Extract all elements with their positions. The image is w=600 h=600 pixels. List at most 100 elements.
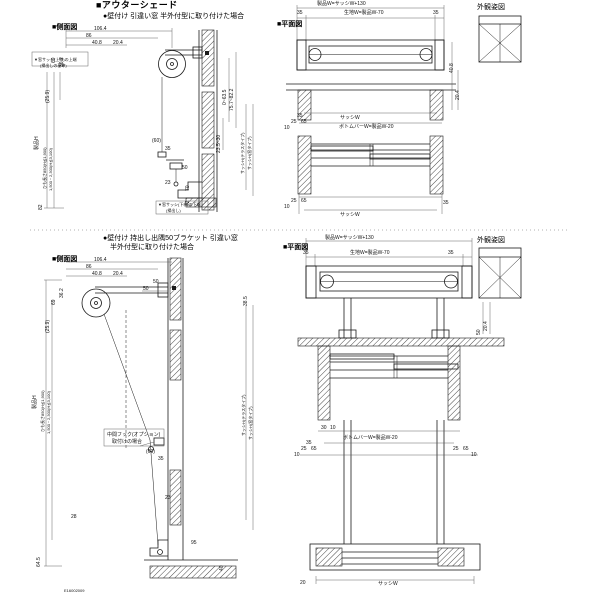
- dim-label: (掃出しの基準): [40, 63, 67, 68]
- dim-label: 106.4: [94, 26, 107, 32]
- dim-label: 106.4: [94, 257, 107, 263]
- side-view-2-drawing: [44, 257, 254, 579]
- page-title: ■アウターシェード: [96, 0, 178, 10]
- dim-label: 23.5~30: [216, 134, 222, 153]
- plan-view-1-label: ■平面図: [277, 21, 303, 28]
- dim-label: 65: [301, 198, 307, 204]
- plan-view-1-drawing: [286, 5, 459, 214]
- dim-label: 生地W=製品W-70: [350, 250, 390, 256]
- case-2-label-line1: ●壁付け 持出し出隅50ブラケット 引違い窓: [103, 235, 238, 242]
- dim-label: ▼窓サッシ(上枠)の上端: [34, 57, 77, 62]
- plan-view-2-drawing: [297, 238, 505, 584]
- dim-label: 取付けの場合: [112, 439, 143, 445]
- dim-label: 10: [330, 425, 336, 431]
- dim-label: 10: [284, 125, 290, 131]
- dim-label: 30: [321, 425, 327, 431]
- dim-label: 20.4: [113, 271, 123, 277]
- dim-label: E16002009: [64, 588, 85, 593]
- dim-label: 65: [311, 446, 317, 452]
- dim-label: 25: [301, 446, 307, 452]
- exterior-view-1-drawing: [478, 15, 522, 63]
- exterior-view-1-label: 外観姿図: [477, 4, 505, 11]
- dim-label: 35: [448, 250, 454, 256]
- dim-label: 20.4: [113, 40, 123, 46]
- dim-label: 製品W=サッシW+130: [325, 235, 374, 241]
- dim-label: 40.8: [449, 63, 455, 73]
- dim-label: 1,500・2,300(H≦3,100): [46, 391, 51, 434]
- dim-label: 70: [185, 185, 191, 191]
- dim-label: 25: [291, 119, 297, 125]
- dim-label: 35: [165, 146, 171, 152]
- dim-label: 1,500・2,300(H≦3,100): [48, 148, 53, 191]
- dim-label: (60): [146, 449, 155, 455]
- dim-label: 40.8: [92, 40, 102, 46]
- dim-label: 86: [86, 33, 92, 39]
- dim-label: 50: [153, 279, 159, 285]
- dim-label: 64.5: [36, 557, 42, 567]
- dim-label: 35: [443, 200, 449, 206]
- dim-label: 40.8: [92, 271, 102, 277]
- dim-label: 35: [433, 10, 439, 16]
- dim-label: 65: [463, 446, 469, 452]
- dim-label: サッシH(テラスタイプ): [241, 394, 246, 436]
- dim-label: 20.4: [455, 90, 461, 100]
- dim-label: 35: [297, 113, 303, 119]
- dim-label: (掃出し): [166, 208, 181, 213]
- dim-label: 中間フック(オプション): [107, 432, 161, 438]
- dim-label: サッシW: [340, 212, 360, 218]
- dim-label: 23: [165, 495, 171, 501]
- dim-label: (25.9): [45, 319, 51, 333]
- dim-label: 95: [191, 540, 197, 546]
- dim-label: 生地W=製品W-70: [344, 10, 384, 16]
- dim-label: 82: [38, 204, 44, 210]
- dim-label: 35: [306, 440, 312, 446]
- dim-label: サッシH(窓タイプ): [248, 406, 253, 440]
- dim-label: 75.7~82.2: [229, 88, 235, 111]
- dim-label: 86: [86, 264, 92, 270]
- dim-label: (60): [152, 138, 161, 144]
- dim-label: 10: [471, 452, 477, 458]
- dim-label: 40: [219, 565, 225, 571]
- dim-label: 25: [291, 198, 297, 204]
- dim-label: ▼窓サッシ(下枠)の下端: [158, 202, 201, 207]
- dim-label: 製品H: [32, 395, 38, 409]
- dim-label: 50: [143, 286, 149, 292]
- dim-label: サッシW: [378, 581, 398, 587]
- dim-label: 10: [284, 204, 290, 210]
- dim-label: 65: [301, 119, 307, 125]
- dim-label: 35: [303, 250, 309, 256]
- dim-label: サッシH(窓タイプ): [247, 136, 252, 170]
- dim-label: サッシH(テラスタイプ): [240, 132, 245, 174]
- dim-label: 50: [182, 165, 188, 171]
- dim-label: 38.5: [243, 296, 249, 306]
- dim-label: 35: [158, 456, 164, 462]
- side-view-1-drawing: [31, 28, 254, 215]
- dim-label: 0~63.5: [222, 89, 228, 105]
- dim-label: 製品W=サッシW+130: [317, 1, 366, 7]
- dim-label: ボトムバーW=製品W-20: [339, 124, 394, 130]
- exterior-view-2-label: 外観姿図: [477, 237, 505, 244]
- dim-label: 50: [476, 329, 482, 335]
- exterior-view-2-drawing: [478, 247, 522, 299]
- dim-label: (25.9): [45, 89, 51, 103]
- dim-label: サッシW: [340, 115, 360, 121]
- side-view-2-label: ■側面図: [52, 256, 78, 263]
- dim-label: 製品H: [34, 136, 40, 150]
- dim-label: 20.4: [483, 321, 489, 331]
- dim-label: 23: [165, 180, 171, 186]
- side-view-1-label: ■側面図: [52, 24, 78, 31]
- dim-label: ひも長さ850(H≦1,900): [42, 147, 47, 189]
- case-2-label-line2: 半外付型に取り付けた場合: [110, 244, 194, 251]
- dim-label: 35: [297, 10, 303, 16]
- dim-label: 25: [453, 446, 459, 452]
- dim-label: 69: [51, 299, 57, 305]
- dim-label: ボトムバーW=製品W-20: [343, 435, 398, 441]
- plan-view-2-label: ■平面図: [283, 244, 309, 251]
- case-1-label: ●壁付け 引違い窓 半外付型に取り付けた場合: [103, 13, 245, 20]
- dim-label: 20: [300, 580, 306, 586]
- dim-label: 28: [71, 514, 77, 520]
- dim-label: 36.2: [59, 288, 65, 298]
- dim-label: 10: [294, 452, 300, 458]
